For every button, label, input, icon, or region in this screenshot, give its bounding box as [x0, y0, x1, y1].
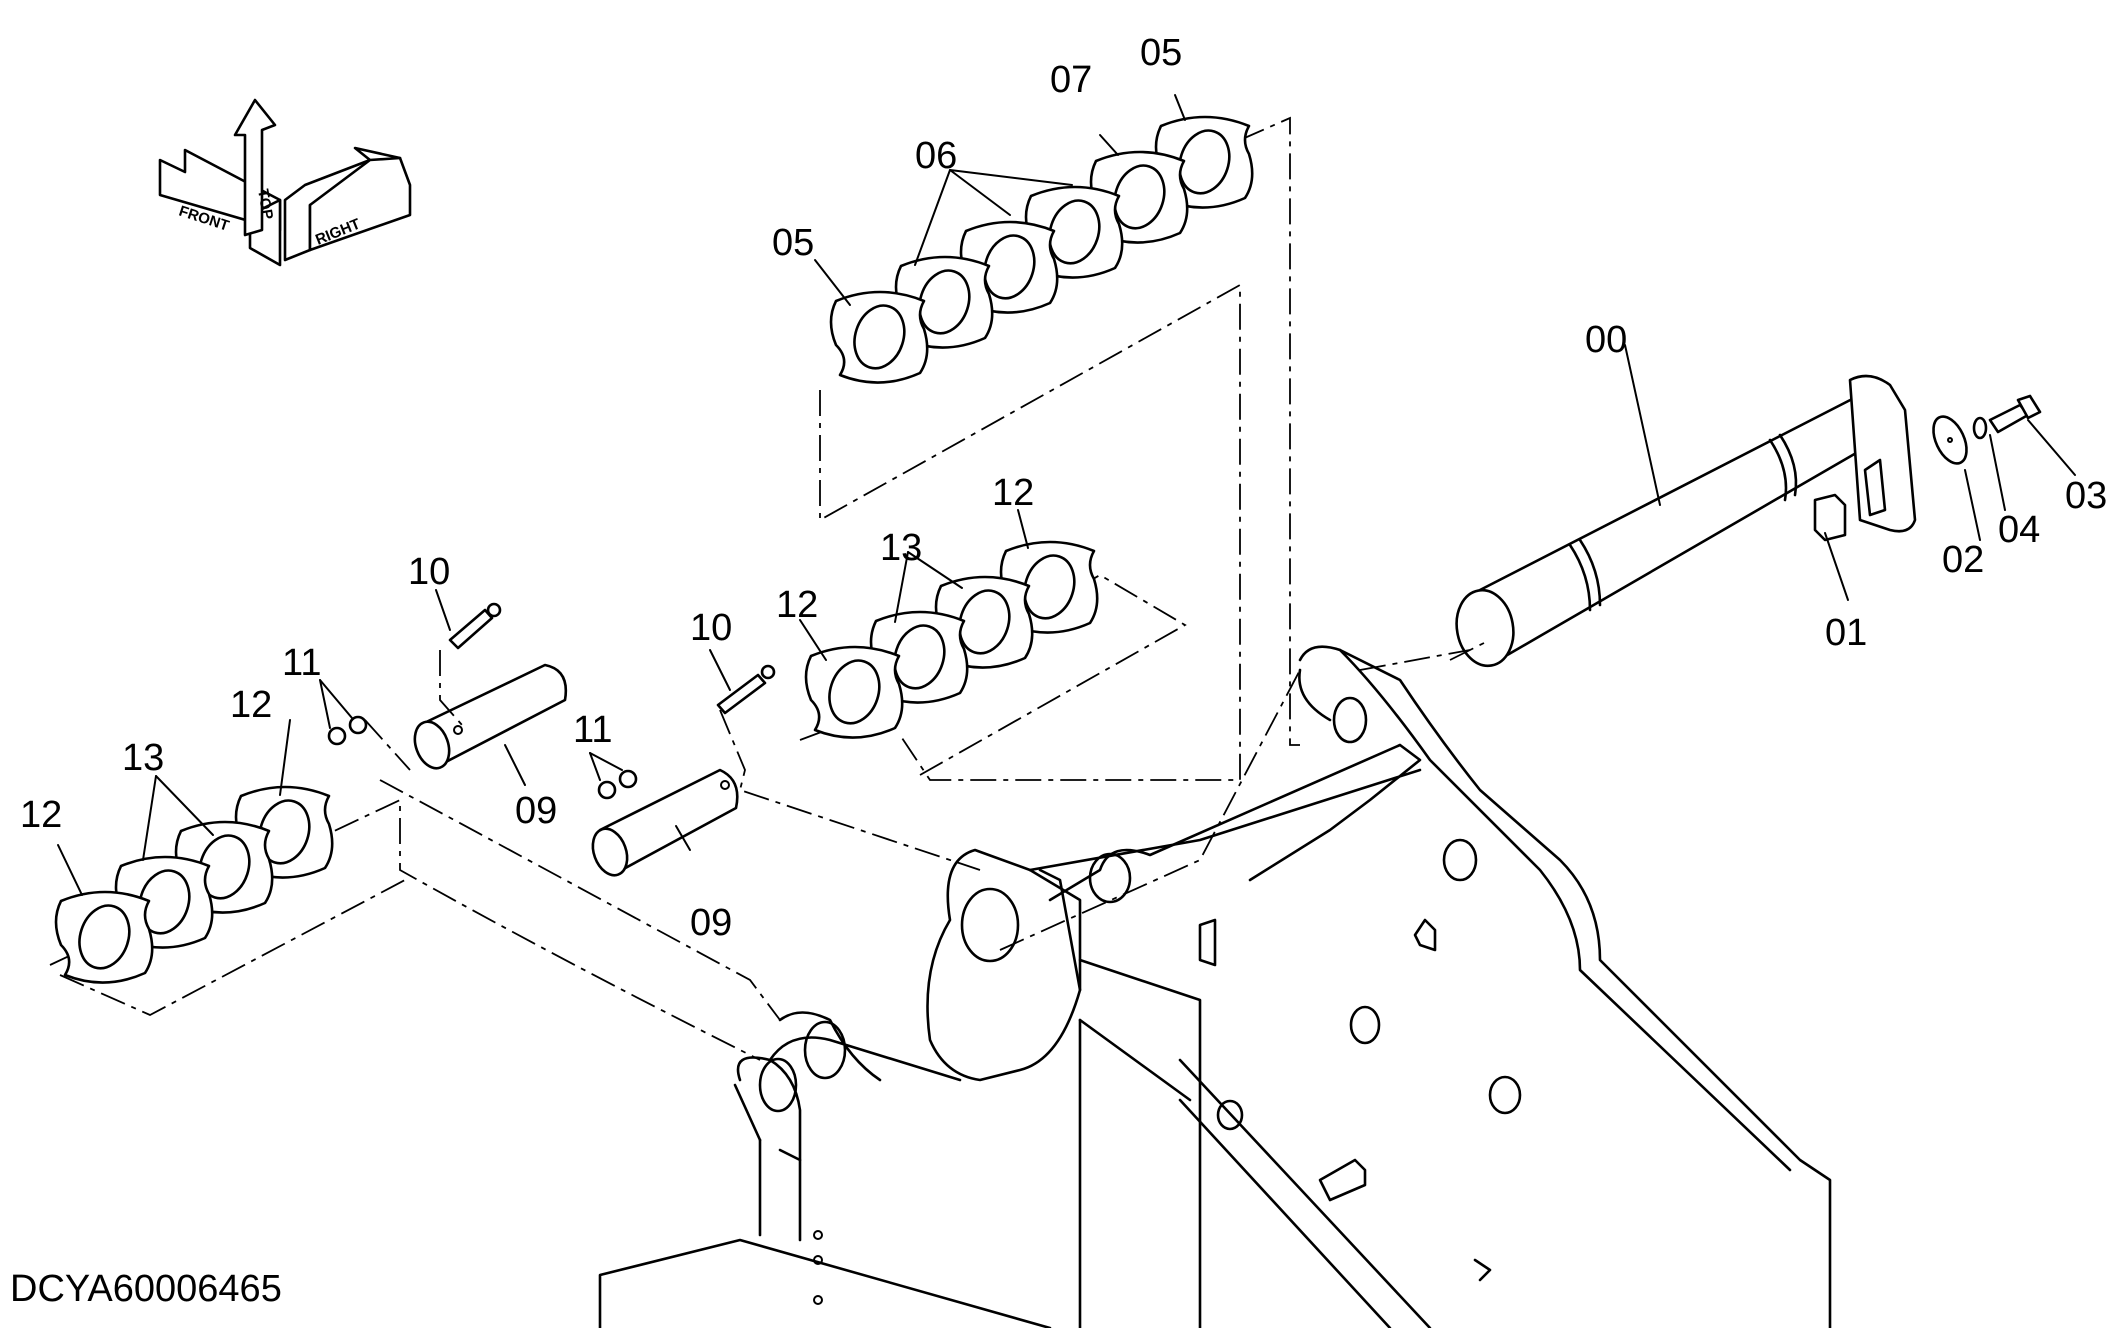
callout-12-middle-left: 12 — [776, 584, 818, 626]
callout-11-left: 11 — [282, 642, 321, 684]
pin-part-09-center — [591, 768, 739, 877]
boom-frame — [598, 645, 1832, 1328]
callout-12-middle-right: 12 — [992, 472, 1034, 514]
middle-shim-stack — [799, 540, 1187, 776]
callout-11-center: 11 — [573, 709, 612, 751]
bolt-part-03 — [1988, 394, 2042, 434]
callout-05-top: 05 — [1140, 32, 1182, 74]
orientation-top-label: TOP — [254, 188, 276, 221]
left-shim-stack — [49, 785, 761, 1061]
callout-10-center: 10 — [690, 607, 732, 649]
bolt-part-10-center — [716, 664, 776, 715]
callout-07: 07 — [1050, 59, 1092, 101]
callout-04: 04 — [1998, 509, 2040, 551]
callout-13-left: 13 — [122, 737, 164, 779]
drawing-code: DCYA60006465 — [10, 1268, 282, 1310]
upper-shim-stack — [819, 115, 1300, 781]
nut-part-11-center — [597, 769, 638, 800]
callout-05-left: 05 — [772, 222, 814, 264]
washer-part-02 — [1932, 415, 1968, 465]
callout-10-left: 10 — [408, 551, 450, 593]
washer-part-04 — [1972, 416, 1988, 440]
callout-00: 00 — [1585, 319, 1627, 361]
callout-13-middle: 13 — [880, 527, 922, 569]
washer-part-01 — [1813, 493, 1847, 542]
callout-03: 03 — [2065, 475, 2107, 517]
bolt-part-10-left — [448, 602, 502, 650]
callout-09-center: 09 — [690, 902, 732, 944]
assembly-center-lines — [364, 639, 1491, 1021]
callout-12-left-right: 12 — [230, 684, 272, 726]
callout-09-left: 09 — [515, 790, 557, 832]
main-pin-00 — [1455, 374, 1917, 668]
pin-part-09-left — [413, 663, 568, 770]
callout-02: 02 — [1942, 539, 1984, 581]
nut-part-11-left — [327, 715, 368, 746]
leader-lines — [57, 94, 2076, 896]
callout-06: 06 — [915, 135, 957, 177]
orientation-indicator-icon: FRONT TOP RIGHT — [158, 98, 412, 267]
callout-01: 01 — [1825, 612, 1867, 654]
callout-12-left-left: 12 — [20, 794, 62, 836]
callout-labels: 00 01 02 04 03 05 07 06 05 12 13 12 10 1… — [20, 32, 2107, 944]
